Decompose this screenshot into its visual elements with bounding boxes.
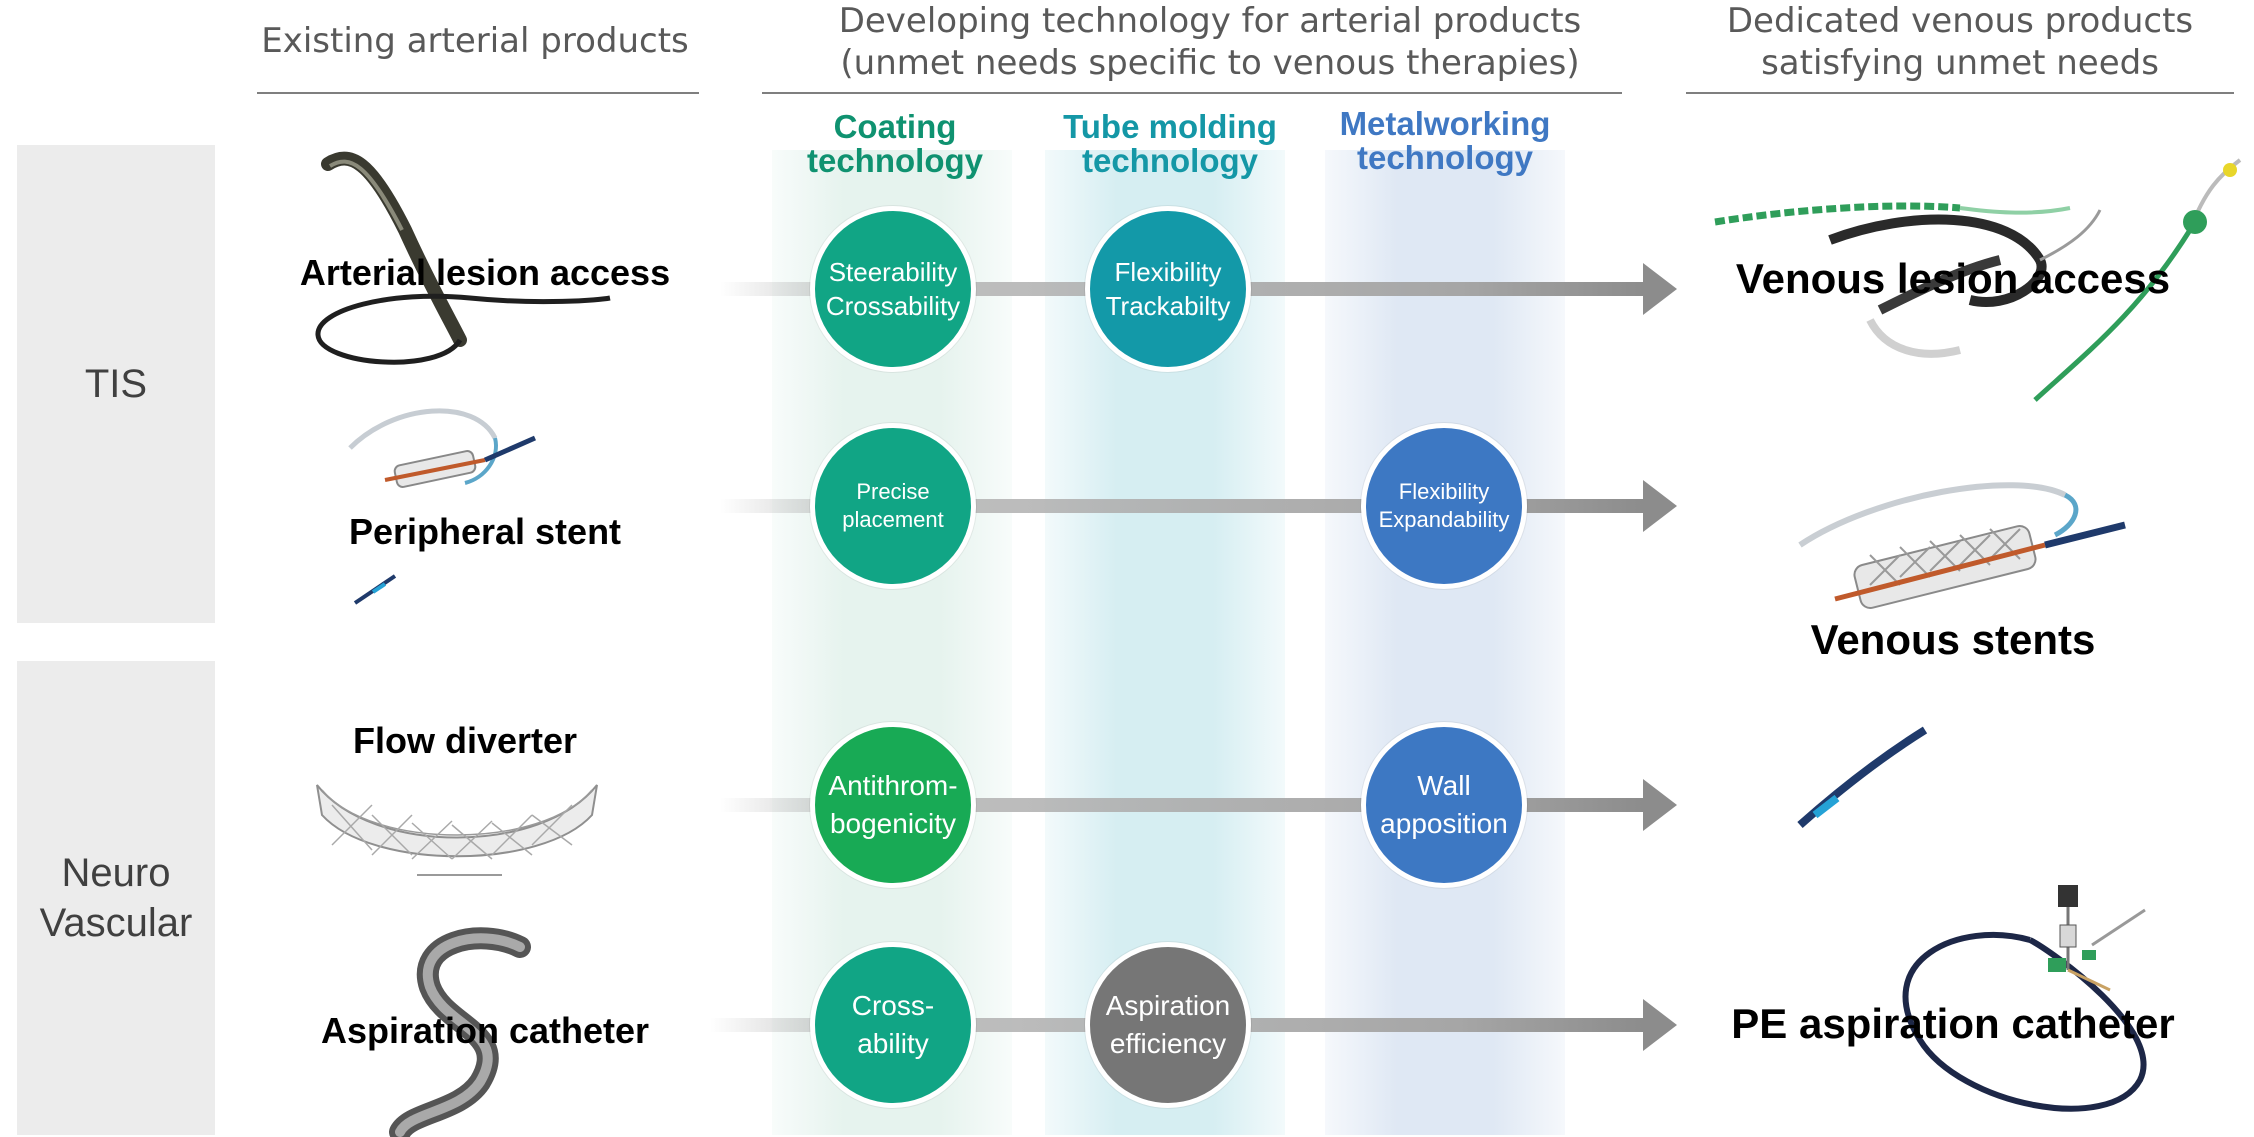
arrow-row2 <box>1643 480 1677 532</box>
aspiration-catheter-image <box>389 927 531 1137</box>
peripheral-stent-image <box>348 408 537 605</box>
product-venous-lesion-access: Venous lesion access <box>1735 255 2171 302</box>
category-tis: TIS <box>17 145 215 623</box>
arrow-row1 <box>1643 263 1677 315</box>
header-dedicated-line2: satisfying unmet needs <box>1761 43 2159 83</box>
circle-precise-placement: Precise placement <box>810 423 976 589</box>
product-venous-stents: Venous stents <box>1810 616 2096 663</box>
circle-flexibility-expandability: Flexibility Expandability <box>1361 423 1527 589</box>
category-label-tis: TIS <box>84 362 148 406</box>
pe-aspiration-catheter-image <box>1902 885 2147 1112</box>
header-rule-developing <box>762 92 1622 94</box>
tech-title-metalworking: Metalworking technology <box>1339 105 1551 176</box>
venous-lesion-access-image <box>1714 158 2242 402</box>
flow-diverter-image <box>316 784 598 876</box>
arterial-lesion-access-image <box>315 151 611 365</box>
header-rule-existing <box>257 92 699 94</box>
circle-steerability-crossability: Steerability Crossability <box>810 206 976 372</box>
venous-stents-image <box>1797 482 2126 828</box>
circle-flexibility-trackability: Flexibility Trackabilty <box>1085 206 1251 372</box>
product-pe-aspiration-catheter: PE aspiration catheter <box>1731 1000 2175 1047</box>
circle-crossability: Cross- ability <box>810 942 976 1108</box>
product-arterial-lesion-access: Arterial lesion access <box>299 252 671 293</box>
header-existing-products: Existing arterial products <box>261 21 689 61</box>
category-label-neuro-vascular: Neuro Vascular <box>39 851 193 945</box>
tech-title-tube-molding: Tube molding technology <box>1063 108 1277 179</box>
circle-antithrombogenicity: Antithrom- bogenicity <box>810 722 976 888</box>
header-developing-line1: Developing technology for arterial produ… <box>838 1 1582 41</box>
header-dedicated-line1: Dedicated venous products <box>1726 1 2194 41</box>
product-peripheral-stent: Peripheral stent <box>348 511 622 552</box>
category-neuro-vascular: Neuro Vascular <box>17 661 215 1135</box>
circle-aspiration-efficiency: Aspiration efficiency <box>1085 942 1251 1108</box>
header-developing-line2: (unmet needs specific to venous therapie… <box>840 43 1580 83</box>
product-aspiration-catheter: Aspiration catheter <box>320 1010 650 1051</box>
header-dedicated-venous: Dedicated venous products satisfying unm… <box>1680 0 2240 84</box>
header-developing-technology: Developing technology for arterial produ… <box>760 0 1660 84</box>
circle-wall-apposition: Wall apposition <box>1361 722 1527 888</box>
band-metalworking <box>1325 150 1565 1135</box>
product-flow-diverter: Flow diverter <box>352 720 578 761</box>
header-rule-dedicated <box>1686 92 2234 94</box>
arrow-row3 <box>1643 779 1677 831</box>
tech-title-coating: Coating technology <box>806 108 983 179</box>
arrow-row4 <box>1643 999 1677 1051</box>
